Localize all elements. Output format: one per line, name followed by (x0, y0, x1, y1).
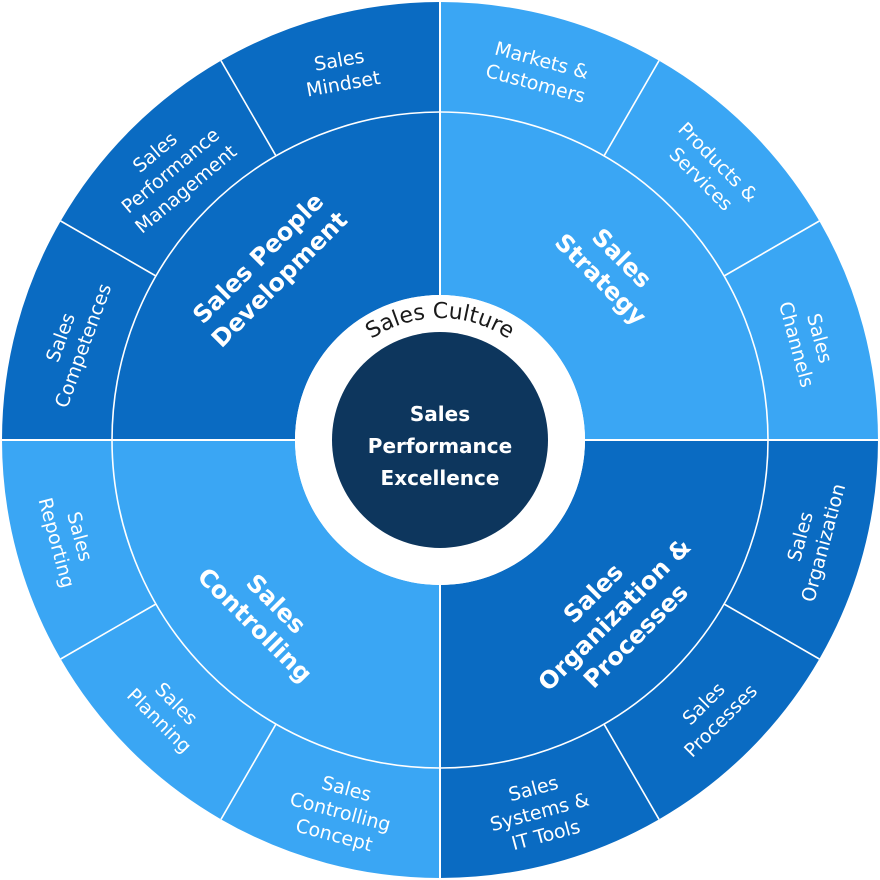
segment-divider (220, 723, 277, 820)
segment-controlling-0[interactable] (221, 724, 440, 878)
segment-divider (723, 220, 820, 277)
quadrant-organization[interactable] (440, 440, 768, 768)
segment-organization-2[interactable] (440, 724, 659, 878)
quadrant-controlling[interactable] (112, 440, 440, 768)
segment-people-1[interactable] (60, 60, 276, 276)
quadrant-strategy[interactable] (440, 112, 768, 440)
core-label-line: Performance (368, 434, 512, 458)
segment-people-0[interactable] (2, 221, 156, 440)
segment-people-2[interactable] (221, 1, 440, 156)
segment-strategy-2[interactable] (724, 221, 878, 440)
segment-divider (220, 60, 277, 157)
segment-divider (60, 603, 157, 660)
segment-strategy-1[interactable] (604, 60, 820, 276)
segment-divider (60, 220, 157, 277)
core-label-line: Sales (410, 402, 470, 426)
segment-strategy-0[interactable] (440, 2, 659, 156)
segment-divider (603, 60, 660, 157)
segment-controlling-2[interactable] (1, 440, 156, 659)
segment-organization-0[interactable] (724, 440, 878, 659)
inner-quadrants-layer (112, 112, 768, 768)
segment-divider (723, 603, 820, 660)
segment-organization-1[interactable] (604, 604, 820, 820)
quadrant-people[interactable] (112, 112, 440, 440)
ring-boundary (111, 111, 769, 769)
segment-divider (603, 723, 660, 820)
core-circle[interactable] (332, 332, 548, 548)
segment-controlling-1[interactable] (60, 604, 276, 820)
core-label-line: Excellence (381, 466, 500, 490)
